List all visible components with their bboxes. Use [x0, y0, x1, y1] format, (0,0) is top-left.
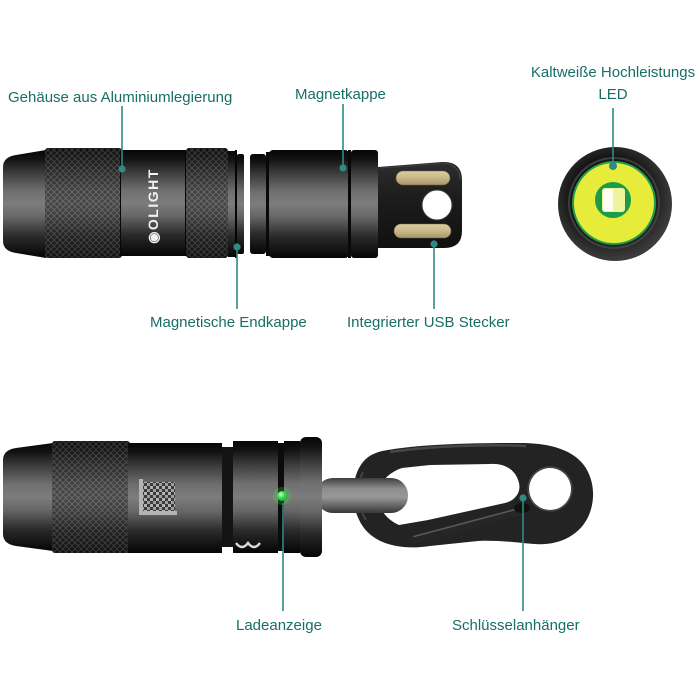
magnet-cap [250, 150, 462, 258]
led-head [558, 147, 672, 261]
olight-logo: ◉OLIGHT [145, 168, 161, 244]
usb-contact-pad [395, 170, 451, 186]
usb-plug-hole [421, 189, 453, 221]
keychain-clip [353, 443, 594, 548]
flashlight-head [3, 150, 46, 258]
usb-plug [378, 161, 462, 248]
led-ring [595, 182, 631, 218]
usb-plug-label: Integrierter USB Stecker [347, 314, 510, 331]
cap-print-mark [235, 540, 261, 549]
clip-gate [407, 505, 529, 545]
qr-code [139, 479, 177, 515]
callout-dot-keychain [519, 494, 527, 502]
flashlight-assembled [3, 437, 322, 557]
magnet-cap-label: Magnetkappe [295, 86, 386, 103]
knurl-texture [186, 148, 228, 258]
led-label: Kaltweiße Hochleistungs LED [530, 64, 696, 103]
callout-dot-magnet-cap [339, 164, 347, 172]
callout-dot-housing [118, 165, 126, 173]
callout-dot-end-cap [233, 243, 241, 251]
tail-ring [228, 151, 235, 257]
callout-dot-led [609, 162, 617, 170]
callout-dots [118, 162, 617, 502]
knurl-texture [52, 441, 130, 553]
magnetic-end-cap [237, 154, 244, 254]
end-cap-label: Magnetische Endkappe [150, 314, 307, 331]
charge-indicator-led [277, 491, 287, 501]
housing-label: Gehäuse aus Aluminiumlegierung [8, 89, 233, 106]
charge-indicator-label: Ladeanzeige [236, 617, 322, 634]
clip-connector [316, 478, 408, 513]
callout-dot-usb [430, 240, 438, 248]
usb-contact-pad [393, 223, 452, 239]
flashlight-head [3, 443, 53, 551]
knurl-texture [45, 148, 122, 258]
flashlight-body: ◉OLIGHT [3, 148, 244, 258]
logo-band [121, 150, 186, 256]
callout-lines [121, 104, 614, 611]
tail-ring [300, 437, 322, 557]
keyring-hole [527, 466, 573, 512]
keychain-label: Schlüsselanhänger [452, 617, 580, 634]
